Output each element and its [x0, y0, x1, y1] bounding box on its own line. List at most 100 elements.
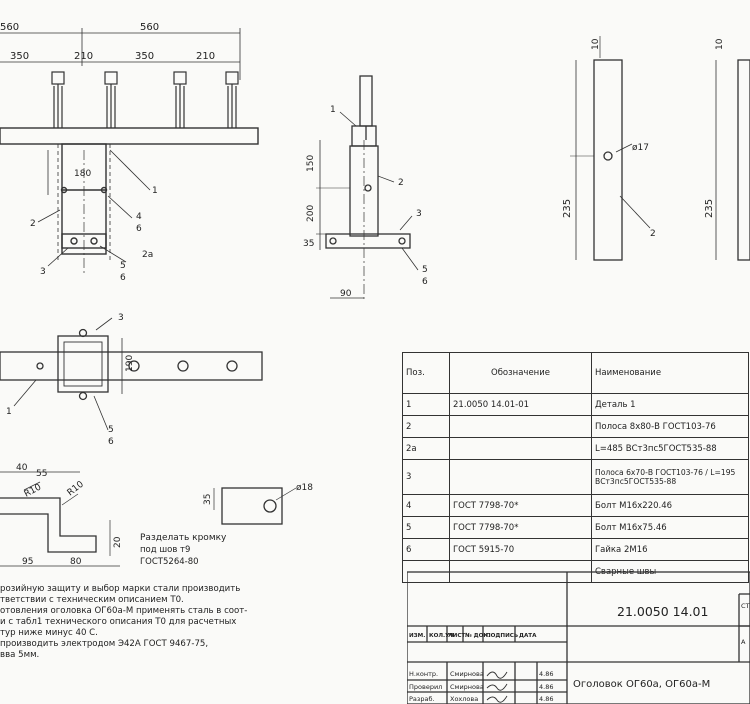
spec-name: Болт М16х220.46	[591, 494, 749, 517]
callout-4: 4	[136, 212, 142, 222]
spec-header-name: Наименование	[591, 352, 749, 394]
spec-row: 3 Полоса 6х70-В ГОСТ103-76 / L=195 ВСт3п…	[402, 459, 749, 495]
dim-210-right: 210	[196, 51, 215, 62]
dim-560-right: 560	[140, 22, 159, 33]
detail-plate-labels: 10 10 235 235 ø17 2	[562, 38, 725, 239]
profile-detail	[0, 471, 297, 567]
spec-pos: 4	[402, 494, 450, 517]
dim-10-right: 10	[715, 38, 725, 50]
callout-5: 5	[120, 261, 126, 271]
note-line: вва 5мм.	[0, 650, 40, 660]
spec-pos: 2а	[402, 437, 450, 460]
side-callout-1: 1	[330, 105, 336, 115]
spec-name: Болт М16х75.46	[591, 516, 749, 539]
spec-row: 4 ГОСТ 7798-70* Болт М16х220.46	[402, 494, 749, 517]
specification-table: Поз. Обозначение Наименование 1 21.0050 …	[402, 352, 750, 704]
stamp-col-sign: ПОДПИСЬ	[486, 633, 518, 639]
title-block: 21.0050 14.01 СТА А ИЗМ. КОЛ.УЧ ЛИСТ № Д…	[407, 571, 750, 704]
side-callout-6: 6	[422, 277, 428, 287]
stamp-person: Хохлова	[450, 695, 478, 703]
dim-55: 55	[36, 469, 47, 479]
spec-pos: 2	[402, 415, 450, 438]
side-callout-3: 3	[416, 209, 422, 219]
spec-row: 6 ГОСТ 5915-70 Гайка 2М16	[402, 538, 749, 561]
general-notes: розийную защиту и выбор марки стали прои…	[0, 584, 300, 661]
dim-20: 20	[113, 536, 123, 548]
dim-210-left: 210	[74, 51, 93, 62]
dim-180: 180	[74, 169, 91, 179]
plan-view-labels: 3 1 5 6 190	[6, 313, 135, 447]
callout-3: 3	[40, 267, 46, 277]
cut-note-line-2: под шов т9	[140, 545, 190, 555]
cut-note-line-1: Разделать кромку	[140, 533, 227, 543]
callout-2a: 2a	[142, 250, 153, 260]
spec-designation: ГОСТ 5915-70	[449, 538, 592, 561]
stamp-person: Смирнова	[450, 683, 484, 691]
stamp-person: Смирнова	[450, 670, 484, 678]
dim-40: 40	[16, 463, 28, 473]
dim-hole-17: ø17	[632, 143, 649, 153]
dim-35: 35	[303, 239, 314, 249]
dim-hole-18: ø18	[296, 483, 313, 493]
dim-350-right: 350	[135, 51, 154, 62]
cut-note-line-3: ГОСТ5264-80	[140, 557, 199, 567]
dim-200: 200	[306, 205, 316, 222]
spec-pos: 5	[402, 516, 450, 539]
spec-header-designation: Обозначение	[449, 352, 592, 394]
spec-pos: 1	[402, 393, 450, 416]
radius-10-a: R10	[23, 482, 44, 499]
dim-80: 80	[70, 557, 82, 567]
dim-35-plate: 35	[203, 494, 213, 505]
side-view	[316, 75, 419, 300]
plan-callout-3: 3	[118, 313, 124, 323]
dim-95: 95	[22, 557, 33, 567]
detail-plate-views	[570, 36, 750, 261]
stamp-col-date: ДАТА	[519, 633, 537, 639]
callout-6b: 6	[120, 273, 126, 283]
spec-designation: 21.0050 14.01-01	[449, 393, 592, 416]
plan-view	[0, 317, 263, 431]
side-callout-5: 5	[422, 265, 428, 275]
spec-header-pos: Поз.	[402, 352, 450, 394]
stamp-title: Оголовок ОГ60а, ОГ60а-М	[573, 679, 710, 690]
spec-designation	[449, 459, 592, 495]
stamp-col-izm: ИЗМ.	[409, 633, 425, 639]
spec-designation	[449, 415, 592, 438]
spec-name: Гайка 2М16	[591, 538, 749, 561]
stamp-role: Проверил	[409, 683, 442, 691]
spec-name: Полоса 8х80-В ГОСТ103-76	[591, 415, 749, 438]
stamp-col-doc: № ДОК.	[465, 632, 490, 639]
side-view-labels: 1 2 3 5 6 150 200 35 90	[303, 105, 428, 299]
note-line: отовления оголовка ОГ60а-М применять ста…	[0, 606, 248, 616]
stamp-code: 21.0050 14.01	[617, 604, 708, 619]
plan-callout-5: 5	[108, 425, 114, 435]
note-line: тветствии с техническим описанием Т0.	[0, 595, 184, 605]
dim-190: 190	[125, 355, 135, 372]
callout-1: 1	[152, 186, 158, 196]
stamp-date: 4.86	[539, 695, 553, 703]
spec-row: 2а L=485 ВСт3пс5ГОСТ535-88	[402, 437, 749, 460]
stamp-date: 4.86	[539, 670, 553, 678]
callout-6: 6	[136, 224, 142, 234]
plan-callout-6: 6	[108, 437, 114, 447]
dim-235-left: 235	[562, 199, 573, 218]
stamp-col-list: ЛИСТ	[448, 633, 465, 639]
dim-10-left: 10	[591, 38, 601, 50]
stamp-a: А	[741, 638, 746, 646]
main-front-view	[0, 28, 259, 275]
stamp-date: 4.86	[539, 683, 553, 691]
stamp-sta: СТА	[741, 602, 750, 610]
spec-pos: 3	[402, 459, 450, 495]
main-front-view-labels: 560 560 350 210 350 210 180 1 2 4 6 2a 3…	[0, 22, 215, 283]
callout-2: 2	[30, 219, 36, 229]
spec-designation: ГОСТ 7798-70*	[449, 516, 592, 539]
spec-header-row: Поз. Обозначение Наименование	[402, 352, 749, 394]
note-line: розийную защиту и выбор марки стали прои…	[0, 584, 241, 594]
spec-name: L=485 ВСт3пс5ГОСТ535-88	[591, 437, 749, 460]
spec-pos: 6	[402, 538, 450, 561]
spec-row: 1 21.0050 14.01-01 Деталь 1	[402, 393, 749, 416]
spec-name: Деталь 1	[591, 393, 749, 416]
side-callout-2: 2	[398, 178, 404, 188]
